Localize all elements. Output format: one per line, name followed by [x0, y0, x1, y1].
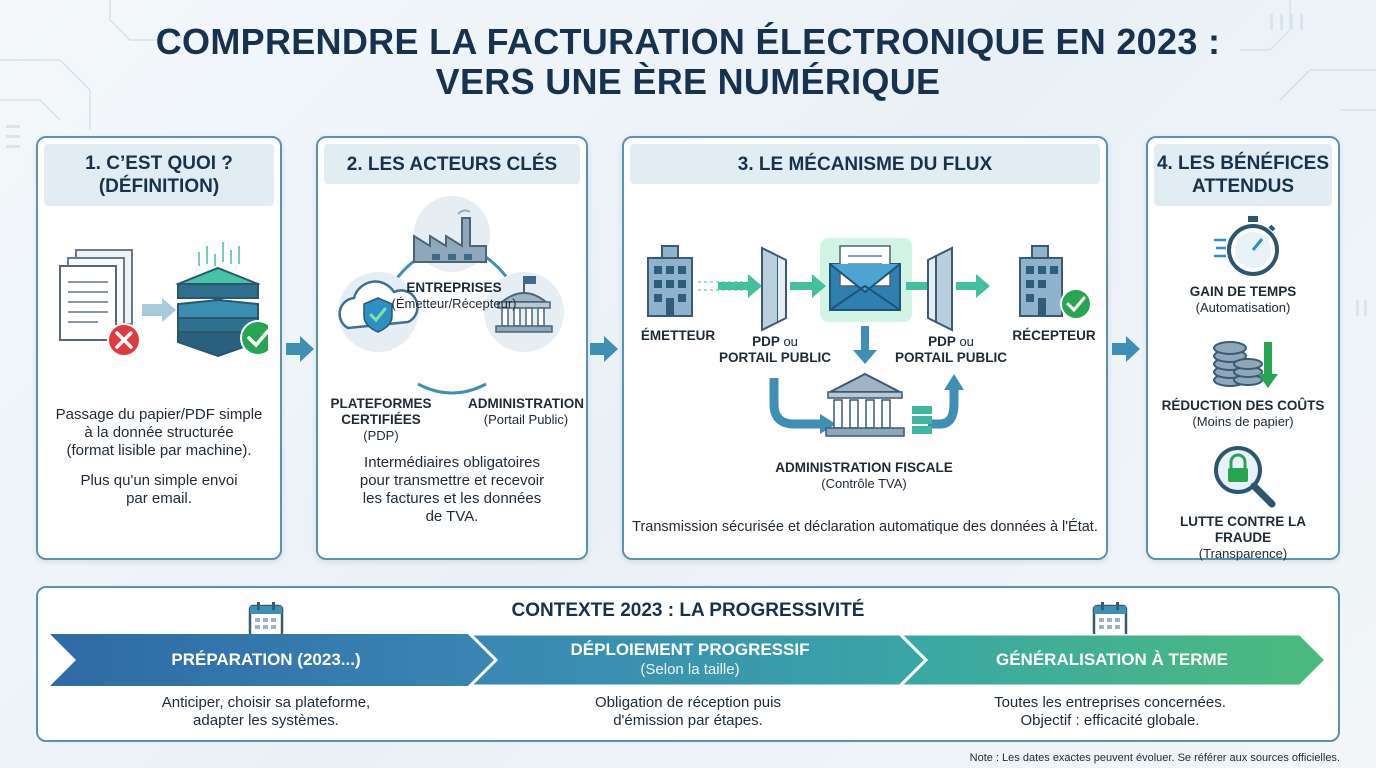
stopwatch-icon [1214, 216, 1279, 276]
red-cross-icon [107, 323, 141, 357]
cloud-shield-icon [338, 272, 419, 352]
pdp-label-1: PDP ou PORTAIL PUBLIC [718, 334, 831, 365]
benefit-costs-label: RÉDUCTION DES COÛTS (Moins de papier) [1161, 398, 1325, 429]
card-benefits-subtitle: ATTENDUS [1191, 176, 1295, 197]
factory-icon [413, 196, 490, 272]
step-deploiement: DÉPLOIEMENT PROGRESSIF (Selon la taille) [570, 640, 810, 678]
chevron-step-1 [50, 634, 496, 686]
benefit-time-label: GAIN DE TEMPS (Automatisation) [1189, 284, 1297, 315]
emetteur-label: ÉMETTEUR [640, 328, 716, 343]
title-line-2: VERS UNE ÈRE NUMÉRIQUE [435, 61, 941, 102]
actors-cycle-illustration [338, 196, 564, 395]
context-timeline: CONTEXTE 2023 : LA PROGRESSIVITÉ PRÉPARA… [36, 586, 1340, 742]
footnote: Note : Les dates exactes peuvent évoluer… [969, 752, 1340, 764]
right-arrow-icon [142, 298, 176, 322]
card-actors-title: 2. LES ACTEURS CLÉS [346, 153, 558, 175]
server-icon [912, 406, 932, 434]
card-definition-subtitle: (DÉFINITION) [98, 176, 220, 197]
card-mechanism: 3. LE MÉCANISME DU FLUX [622, 136, 1108, 560]
actor-entreprises-label: ENTREPRISES (Émetteur/Récepteur) [391, 280, 517, 311]
pdp-label-2: PDP ou PORTAIL PUBLIC [894, 334, 1007, 365]
card-definition: 1. C’EST QUOI ? (DÉFINITION) [36, 136, 282, 560]
card-mechanism-header: 3. LE MÉCANISME DU FLUX [630, 144, 1100, 184]
pdp-gateway-icon-2 [927, 246, 953, 332]
flow-arrow-2 [590, 336, 618, 362]
step-preparation: PRÉPARATION (2023...) [171, 650, 361, 669]
card-actors-text: Intermédiaires obligatoires pour transme… [359, 454, 545, 525]
card-benefits: 4. LES BÉNÉFICES ATTENDUS GAIN DE TEMPS … [1146, 136, 1340, 561]
recepteur-label: RÉCEPTEUR [1012, 328, 1096, 343]
card-benefits-title: 4. LES BÉNÉFICES [1156, 153, 1330, 174]
tax-administration-icon [825, 372, 905, 437]
card-definition-title: 1. C’EST QUOI ? [85, 153, 233, 174]
card-definition-header: 1. C’EST QUOI ? (DÉFINITION) [44, 144, 274, 206]
step-preparation-desc: Anticiper, choisir sa plateforme, adapte… [161, 694, 371, 729]
paper-to-data-illustration [59, 242, 268, 358]
card-mechanism-title: 3. LE MÉCANISME DU FLUX [737, 153, 993, 175]
flow-arrow-1 [286, 336, 314, 362]
actor-pdp-label: PLATEFORMES CERTIFIÉES (PDP) [330, 396, 432, 443]
calendar-icon-1 [248, 602, 284, 638]
green-check-icon [240, 320, 268, 356]
paper-document-icon [59, 249, 133, 341]
receiver-building-icon [1019, 245, 1092, 320]
timeline-chevrons [50, 634, 1329, 686]
context-title: CONTEXTE 2023 : LA PROGRESSIVITÉ [511, 600, 865, 621]
pdp-gateway-icon-1 [761, 246, 787, 332]
actor-administration-label: ADMINISTRATION (Portail Public) [468, 396, 584, 427]
card-mechanism-text: Transmission sécurisée et déclaration au… [632, 519, 1098, 535]
chevron-step-3 [897, 634, 1329, 686]
government-building-icon [484, 272, 564, 352]
card-definition-text-2: Plus qu'un simple envoi par email. [80, 472, 238, 507]
card-definition-text-1: Passage du papier/PDF simple à la donnée… [55, 406, 263, 459]
title-line-1: COMPRENDRE LA FACTURATION ÉLECTRONIQUE E… [155, 21, 1221, 62]
emitter-building-icon [647, 245, 693, 317]
admin-fiscale-label: ADMINISTRATION FISCALE (Contrôle TVA) [775, 460, 953, 491]
flow-mechanism-illustration [647, 238, 1092, 437]
step-deploiement-desc: Obligation de réception puis d'émission … [595, 694, 781, 729]
benefit-fraud-label: LUTTE CONTRE LA FRAUDE (Transparence) [1180, 514, 1306, 561]
chevron-step-2 [467, 634, 929, 686]
card-actors: 2. LES ACTEURS CLÉS [316, 136, 588, 560]
step-generalisation-desc: Toutes les entreprises concernées. Objec… [994, 694, 1226, 729]
flow-arrow-3 [1112, 336, 1140, 362]
coins-down-icon [1213, 341, 1278, 388]
card-actors-header: 2. LES ACTEURS CLÉS [324, 144, 580, 184]
structured-data-icon [175, 242, 261, 358]
card-benefits-header: 4. LES BÉNÉFICES ATTENDUS [1154, 144, 1332, 206]
step-generalisation: GÉNÉRALISATION À TERME [995, 650, 1229, 669]
invoice-envelope-icon [820, 238, 912, 322]
magnifier-lock-icon [1214, 446, 1276, 508]
page-title: COMPRENDRE LA FACTURATION ÉLECTRONIQUE E… [0, 22, 1376, 102]
